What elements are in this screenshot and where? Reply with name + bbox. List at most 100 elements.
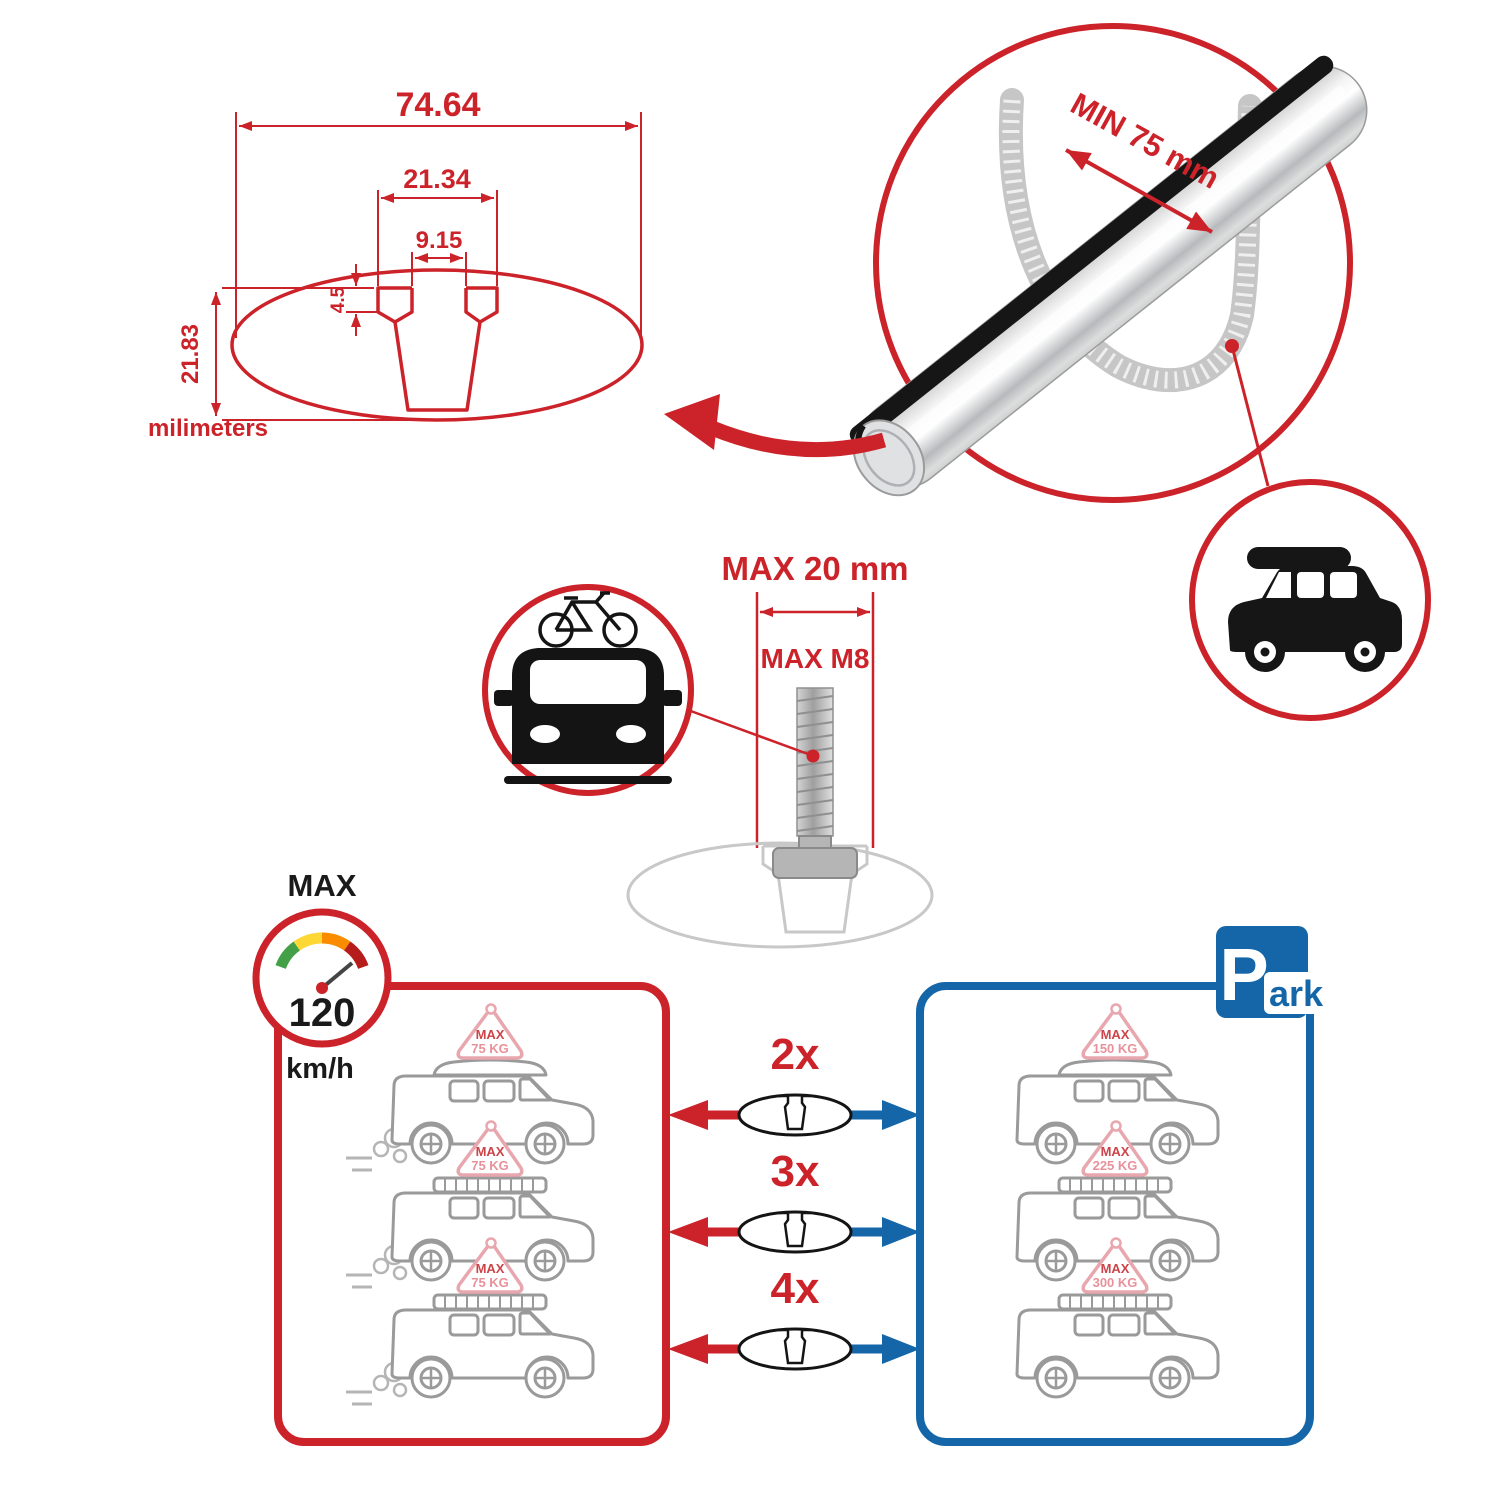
rubber-strip (849, 55, 1334, 445)
roof-box (1057, 1058, 1173, 1077)
speed-gauge-value: 120 (289, 991, 356, 1035)
max-width-label: MAX 20 mm (721, 550, 908, 587)
flag-max-label: MAX (1101, 1144, 1130, 1159)
bar-photo-detail: MIN 75 mm (664, 23, 1431, 721)
load-flag: MAX 225 KG (1081, 1120, 1149, 1177)
flag-load-value: 75 KG (471, 1041, 509, 1056)
leader-bike-circle (687, 708, 809, 756)
flag-max-label: MAX (476, 1027, 505, 1042)
park-sign-letter: P (1219, 933, 1268, 1016)
dim-slot-width-value: 9.15 (416, 227, 463, 254)
row-3-blue-arrow-head (882, 1334, 920, 1364)
units-label: milimeters (148, 415, 268, 442)
parked-car-3: MAX 300 KG (1015, 1237, 1220, 1399)
suv-with-roofbox (1228, 547, 1402, 672)
bicycle-icon (538, 591, 638, 648)
row-3-red-arrow-head (668, 1334, 708, 1364)
aluminum-bar (849, 55, 1368, 497)
suv-windshield (1266, 572, 1291, 598)
roof-basket (432, 1293, 548, 1311)
load-comparison: MAX 120 km/h P ark 2x (252, 868, 1330, 1446)
flag-load-value: 150 KG (1093, 1041, 1138, 1056)
parked-car-1: MAX 150 KG (1015, 1003, 1220, 1165)
cross-section-drawing: 74.64 21.34 9.15 4.5 21.83 milimeters (148, 86, 644, 442)
row-2-multiplier: 3x (771, 1147, 820, 1196)
roof-basket (1057, 1176, 1173, 1194)
car-front-icon (494, 648, 682, 784)
roof-basket (1057, 1293, 1173, 1311)
load-flag: MAX 75 KG (456, 1237, 524, 1294)
row-2-blue-arrow-head (882, 1217, 920, 1247)
load-flag: MAX 300 KG (1081, 1237, 1149, 1294)
driving-car-1: MAX 75 KG (346, 1003, 595, 1172)
speed-gauge-unit: km/h (286, 1053, 354, 1085)
park-sign: P ark (1216, 926, 1330, 1018)
dim-channel-width (377, 190, 498, 286)
suv-window-1 (1297, 572, 1324, 598)
suv-window-2 (1330, 572, 1357, 598)
arrow-to-drawing (709, 421, 887, 458)
speed-gauge-arcs (275, 932, 369, 970)
car-roofbox-circle (1189, 479, 1431, 721)
roofbox-silhouette (1247, 547, 1351, 569)
flag-max-label: MAX (476, 1261, 505, 1276)
flag-max-label: MAX (1101, 1027, 1130, 1042)
park-sign-rest: ark (1269, 973, 1324, 1014)
flag-load-value: 75 KG (471, 1275, 509, 1290)
leader-to-car-circle (1230, 345, 1270, 487)
driving-car-2: MAX 75 KG (346, 1120, 595, 1289)
row-2-red-arrow-head (668, 1217, 708, 1247)
min-span-arrow (1065, 148, 1213, 234)
dim-channel-width-value: 21.34 (403, 164, 471, 194)
dim-total-height (211, 287, 437, 421)
row-1-multiplier: 2x (771, 1030, 820, 1079)
row-3-multiplier: 4x (771, 1264, 820, 1313)
speed-gauge-title: MAX (288, 868, 357, 903)
car-bike-circle (482, 584, 694, 796)
row-1-blue-arrow-head (882, 1100, 920, 1130)
flag-load-value: 75 KG (471, 1158, 509, 1173)
speed-gauge: MAX 120 km/h (252, 868, 392, 1085)
load-flag: MAX 150 KG (1081, 1003, 1149, 1060)
row-1-red-arrow-head (668, 1100, 708, 1130)
flag-load-value: 300 KG (1093, 1275, 1138, 1290)
park-sign-chip (1264, 972, 1330, 1014)
max-thread-label: MAX M8 (761, 643, 870, 674)
speed-gauge-ring (252, 908, 392, 1048)
flag-max-label: MAX (1101, 1261, 1130, 1276)
comparison-row-2: 3x (668, 1147, 920, 1254)
parked-car-2: MAX 225 KG (1015, 1120, 1220, 1282)
speed-gauge-needle (320, 961, 354, 990)
bolt-dimension-lines (755, 592, 875, 848)
speed-gauge-pivot (316, 982, 328, 994)
roof-box (432, 1058, 548, 1077)
dim-total-width (235, 112, 642, 338)
flag-load-value: 225 KG (1093, 1158, 1138, 1173)
load-flag: MAX 75 KG (456, 1003, 524, 1060)
flag-max-label: MAX (476, 1144, 505, 1159)
bar-end-cap-inner (862, 429, 916, 487)
load-flag: MAX 75 KG (456, 1120, 524, 1177)
t-bolt (772, 687, 858, 879)
row-3-bar-profile-icon (737, 1327, 853, 1371)
row-2-bar-profile-icon (737, 1210, 853, 1254)
dim-total-width-value: 74.64 (395, 86, 480, 124)
dim-lip-depth (346, 264, 378, 336)
profile-t-slot (376, 286, 499, 412)
profile-ellipse (230, 268, 644, 422)
channel-ghost-profile (626, 841, 934, 949)
bolt-spec: MAX 20 mm MAX M8 (482, 550, 934, 949)
arrow-to-drawing-head (664, 394, 720, 450)
row-1-bar-profile-icon (737, 1093, 853, 1137)
bolt-marker-dot (806, 749, 820, 763)
dim-lip-depth-value: 4.5 (328, 286, 349, 313)
bar-gloss (876, 86, 1345, 462)
roof-basket (432, 1176, 548, 1194)
dim-slot-width (411, 252, 467, 286)
comparison-row-3: 4x (668, 1264, 920, 1371)
dim-total-height-value: 21.83 (177, 324, 204, 384)
comparison-row-1: 2x (668, 1030, 920, 1137)
bolt-t-head (772, 847, 858, 879)
